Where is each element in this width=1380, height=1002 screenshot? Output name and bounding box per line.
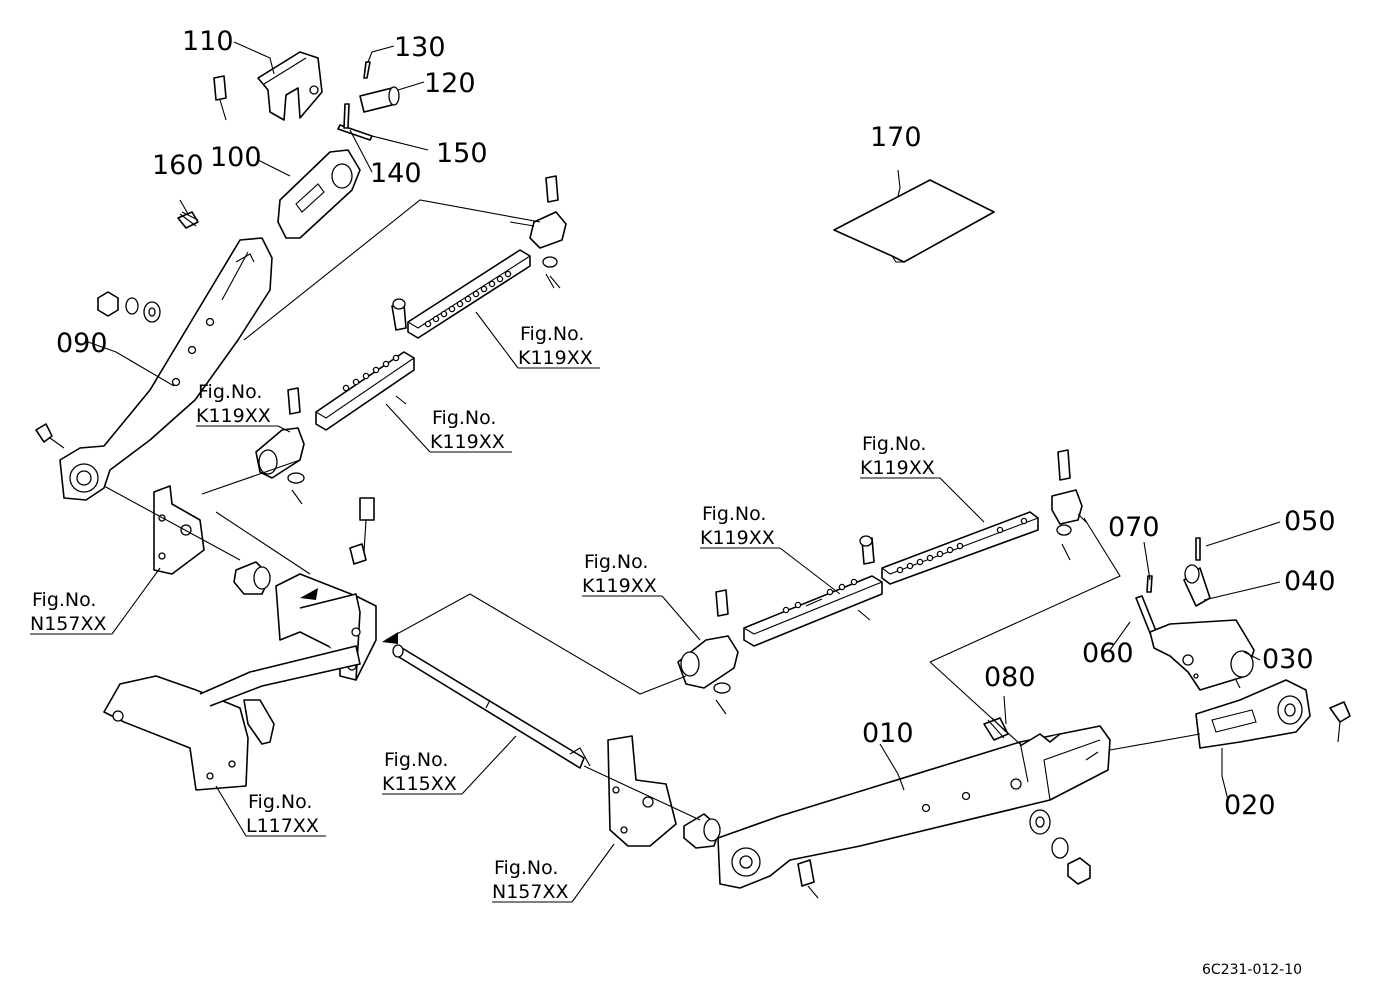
part-070-pin xyxy=(1146,575,1153,593)
part-020-link xyxy=(1195,679,1311,749)
figref-leftclevis-label: Fig.No. xyxy=(198,381,262,403)
part-hitch-frame xyxy=(103,645,361,791)
figref-rightupper-label: Fig.No. xyxy=(862,433,926,455)
label-090: 090 xyxy=(56,328,108,359)
label-140: 140 xyxy=(370,158,422,189)
part-130-pin xyxy=(363,61,371,79)
label-030: 030 xyxy=(1262,644,1314,675)
part-030-bracket xyxy=(1149,619,1255,691)
part-washers-right xyxy=(1029,809,1091,885)
figref-n157-right-label: Fig.No. xyxy=(494,857,558,879)
figref-rightclevis-code: K119XX xyxy=(582,575,657,597)
figref-k115-label: Fig.No. xyxy=(384,749,448,771)
part-number-labels: 110 130 120 150 140 100 160 090 170 070 … xyxy=(56,26,1336,821)
label-060: 060 xyxy=(1082,638,1134,669)
part-left-mid-bar xyxy=(315,298,415,431)
part-100-link xyxy=(277,149,361,239)
part-top-pin xyxy=(213,75,227,121)
figref-l117-label: Fig.No. xyxy=(248,791,312,813)
label-020: 020 xyxy=(1224,790,1276,821)
label-150: 150 xyxy=(436,138,488,169)
part-120-pin xyxy=(359,86,400,113)
figref-leftbar-code: K119XX xyxy=(430,431,505,453)
label-050: 050 xyxy=(1284,506,1336,537)
figref-rightclevis-label: Fig.No. xyxy=(584,551,648,573)
leader-lines xyxy=(30,41,1281,903)
part-side-plate-right xyxy=(607,735,677,847)
part-upper-turnbuckle xyxy=(407,175,567,339)
part-right-pin xyxy=(1329,701,1351,743)
part-right-lower-bar xyxy=(743,535,883,647)
label-100: 100 xyxy=(210,142,262,173)
part-050-pin xyxy=(1195,537,1201,561)
figref-upper-label: Fig.No. xyxy=(520,323,584,345)
figref-rightbar-label: Fig.No. xyxy=(702,503,766,525)
label-130: 130 xyxy=(394,32,446,63)
part-bushing-right xyxy=(683,813,721,849)
figref-n157-right-code: N157XX xyxy=(492,881,569,903)
part-right-clevis xyxy=(677,589,739,715)
label-010: 010 xyxy=(862,718,914,749)
label-080: 080 xyxy=(984,662,1036,693)
part-nut-washers xyxy=(97,291,161,323)
part-040-pin xyxy=(1183,564,1211,607)
part-090-lower-link xyxy=(59,237,273,501)
part-bottom-pin xyxy=(797,859,819,899)
figref-k115-code: K115XX xyxy=(382,773,457,795)
label-120: 120 xyxy=(424,68,476,99)
part-110-bracket xyxy=(257,51,323,121)
part-170-sheet xyxy=(833,179,995,263)
part-left-clevis xyxy=(255,387,305,505)
drawing-code: 6C231-012-10 xyxy=(1202,962,1302,978)
part-left-pin xyxy=(35,423,65,449)
label-070: 070 xyxy=(1108,512,1160,543)
figref-n157-left-label: Fig.No. xyxy=(32,589,96,611)
figure-reference-labels: Fig.No. K119XX Fig.No. K119XX Fig.No. K1… xyxy=(30,323,935,903)
figref-upper-code: K119XX xyxy=(518,347,593,369)
part-shaft xyxy=(392,644,591,769)
figref-rightbar-code: K119XX xyxy=(700,527,775,549)
figref-rightupper-code: K119XX xyxy=(860,457,935,479)
part-side-plate-left xyxy=(153,485,205,575)
part-150-pin xyxy=(337,124,373,141)
part-080-spring xyxy=(983,717,1009,741)
label-160: 160 xyxy=(152,150,204,181)
part-160-spring xyxy=(177,211,199,229)
label-170: 170 xyxy=(870,122,922,153)
figref-l117-code: L117XX xyxy=(246,815,319,837)
figref-leftbar-label: Fig.No. xyxy=(432,407,496,429)
label-040: 040 xyxy=(1284,566,1336,597)
part-right-upper-bar xyxy=(881,449,1087,585)
part-bushing-left xyxy=(233,561,271,595)
arrow-marks xyxy=(300,588,398,644)
label-110: 110 xyxy=(182,26,234,57)
part-140-pin xyxy=(343,103,350,129)
figref-n157-left-code: N157XX xyxy=(30,613,107,635)
part-010-lower-link xyxy=(717,725,1111,889)
figref-leftclevis-code: K119XX xyxy=(196,405,271,427)
